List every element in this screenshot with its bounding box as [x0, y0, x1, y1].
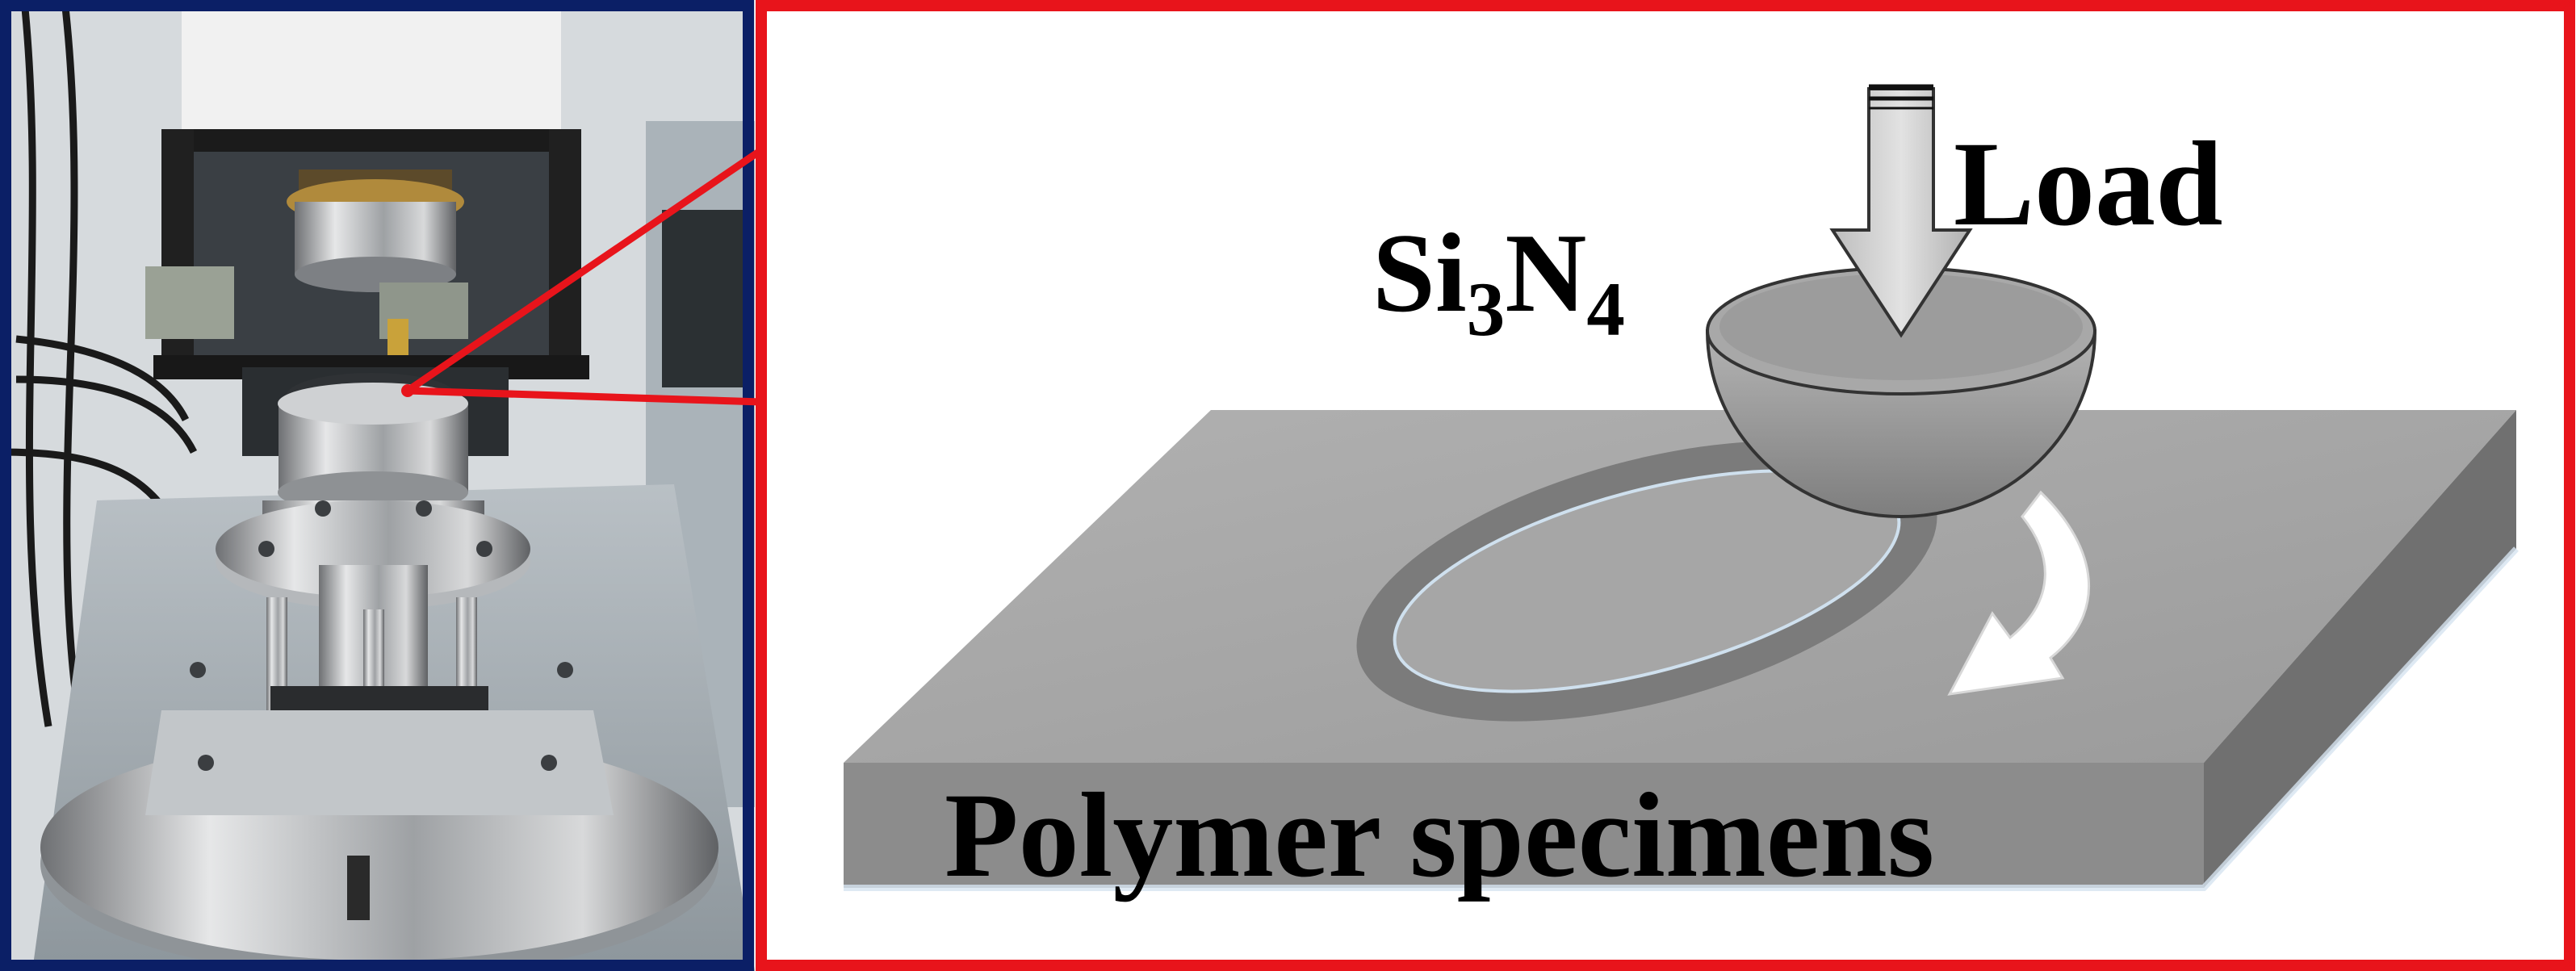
schematic-panel: Load Si3N4 Polymer specimens: [844, 84, 2519, 902]
specimen-label: Polymer specimens: [945, 768, 1934, 902]
si3n4-n: N: [1505, 211, 1586, 336]
rotation-arrow: [1947, 490, 2091, 696]
photo-border: [0, 0, 754, 971]
callout-lines: [405, 147, 764, 406]
photo-panel: [0, 0, 755, 971]
bolts: [190, 500, 573, 771]
load-label: Load: [1954, 117, 2222, 251]
si3n4-label: Si3N4: [1372, 211, 1625, 352]
specimen-plate-front: [844, 763, 2204, 888]
load-head: [145, 170, 468, 355]
machine-top-block: [182, 0, 561, 133]
schematic-border: [756, 0, 2575, 971]
specimen-plate-side: [2204, 410, 2516, 888]
load-arrow: [1829, 84, 1973, 338]
si3n4-sub-3: 3: [1467, 266, 1506, 352]
callout-point: [401, 384, 414, 397]
si3n4-si: Si: [1372, 211, 1467, 336]
si3n4-sub-4: 4: [1586, 266, 1625, 352]
base-plate: [40, 710, 718, 971]
